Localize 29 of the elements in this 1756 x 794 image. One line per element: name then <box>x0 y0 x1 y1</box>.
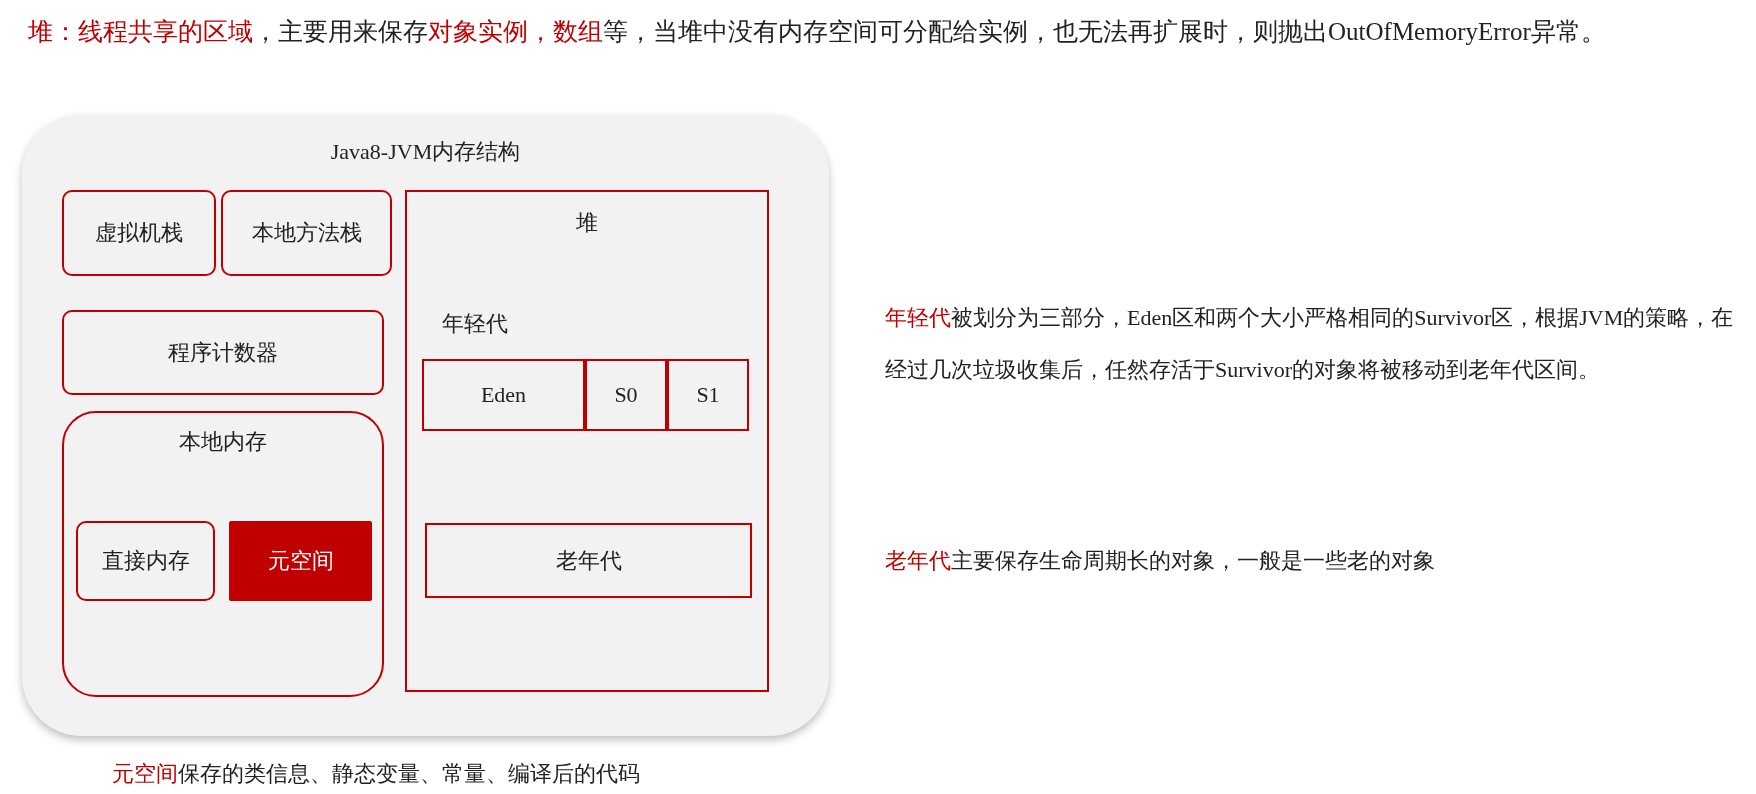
node-label: Eden <box>480 382 527 408</box>
note-text: 堆：线程共享的区域，主要用来保存对象实例，数组等，当堆中没有内存空间可分配给实例，也无法再扩展时，则抛出OutOfMemoryError异常。 <box>28 17 1607 47</box>
node-label: Java8-JVM内存结构 <box>330 138 521 166</box>
heap-box <box>405 190 769 692</box>
memory-area-box <box>62 190 216 276</box>
memory-area-box <box>422 359 585 431</box>
node-label: S1 <box>696 382 720 408</box>
node-label: 本地内存 <box>179 428 267 456</box>
node-label: 堆 <box>576 209 598 237</box>
memory-area-box <box>667 359 749 431</box>
description-text: 老年代主要保存生命周期长的对象，一般是一些老的对象 <box>885 547 1436 575</box>
node-label: S0 <box>614 382 638 408</box>
node-label: 老年代 <box>555 546 622 575</box>
memory-area-box <box>221 190 392 276</box>
memory-area-box <box>62 310 384 395</box>
memory-structure-panel <box>22 115 829 736</box>
memory-area-box <box>425 523 752 598</box>
node-label: 程序计数器 <box>168 338 278 367</box>
node-label: 本地方法栈 <box>251 219 362 247</box>
node-label: 直接内存 <box>101 547 190 575</box>
memory-region-box <box>62 411 384 697</box>
memory-area-box <box>76 521 215 601</box>
node-label: 虚拟机栈 <box>95 219 183 247</box>
memory-area-box <box>229 521 372 601</box>
description-text: 年轻代被划分为三部分，Eden区和两个大小严格相同的Survivor区，根据JVM的策略，在经过几次垃圾收集后，任然存活于Survivor的对象将被移动到老年代区间。 <box>885 304 1735 384</box>
caption-text: 元空间保存的类信息、静态变量、常量、编译后的代码 <box>112 760 640 788</box>
section-label: 年轻代 <box>442 310 508 338</box>
memory-area-box <box>585 359 667 431</box>
node-label: 元空间 <box>267 547 334 575</box>
